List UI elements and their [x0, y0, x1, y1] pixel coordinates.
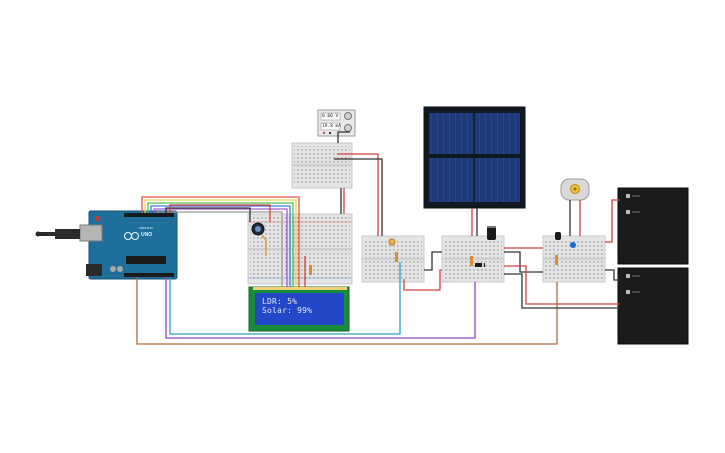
lcd-line-1: LDR: 5% [262, 297, 298, 306]
resistors[interactable] [309, 252, 558, 275]
usb-cable[interactable] [35, 229, 81, 239]
ldr-sensor[interactable] [388, 238, 396, 246]
multimeter-voltage-readout: 0.00 V [322, 114, 339, 119]
potentiometer[interactable] [251, 222, 265, 236]
dc-motor[interactable] [560, 178, 590, 201]
arduino-uno-board[interactable] [79, 210, 178, 280]
arduino-brand-label: ARDUINO [139, 226, 153, 230]
battery-pack-bottom[interactable] [617, 267, 689, 345]
capacitor[interactable] [487, 226, 496, 240]
arduino-model-label: UNO [141, 232, 153, 238]
wires [136, 131, 620, 345]
battery-pack-top[interactable] [617, 187, 689, 265]
diode[interactable] [475, 263, 485, 267]
breadboard-main[interactable] [247, 213, 353, 285]
lcd-line-2: Solar: 99% [262, 306, 313, 315]
breadboard-ldr[interactable] [361, 235, 425, 283]
lcd-16x2[interactable] [248, 286, 350, 332]
solar-panel[interactable] [423, 106, 526, 209]
transistor[interactable] [555, 232, 576, 248]
multimeter-current-readout: 19.8 mA [322, 124, 341, 129]
breadboard-top[interactable] [291, 142, 353, 189]
